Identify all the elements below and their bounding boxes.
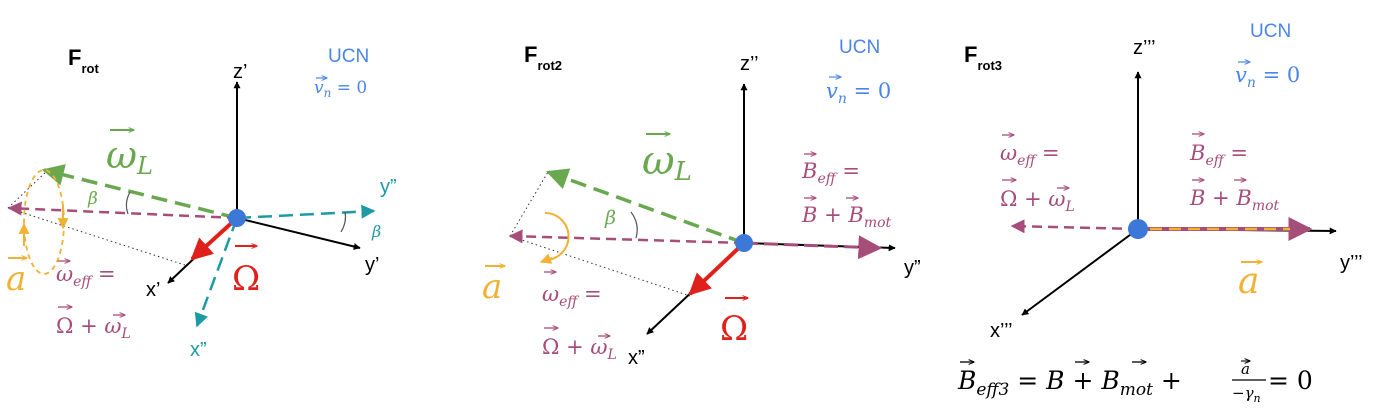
omega-eff-equation: ωeff = Ω + ωL	[542, 272, 617, 363]
svg-text:= 0: = 0	[1268, 366, 1313, 395]
svg-text:Beff =: Beff =	[1189, 141, 1248, 169]
svg-text:a: a	[6, 259, 26, 299]
neutron-dot	[735, 234, 753, 252]
svg-text:ωeff =: ωeff =	[542, 282, 602, 310]
svg-text:vn = 0: vn = 0	[826, 79, 891, 107]
svg-text:Ω + ωL: Ω + ωL	[56, 314, 131, 342]
omega-eff-vector	[508, 229, 745, 245]
omega-eff-equation: ωeff = Ω + ωL	[56, 261, 131, 342]
y-axis	[236, 217, 361, 250]
y-label: y’’’	[1340, 252, 1363, 274]
x-axis	[1021, 228, 1139, 316]
panel-rot3: Frot3 UCN vn = 0 z’’’ y’’’ x’’’ a ωeff =…	[957, 21, 1363, 405]
svg-text:−γn: −γn	[1232, 384, 1261, 405]
svg-text:B + Bmot: B + Bmot	[801, 203, 892, 231]
omega-L-label: ωL	[642, 134, 692, 187]
beta-label: β	[371, 222, 381, 241]
a-label: a	[482, 266, 505, 307]
omega-L-vector	[545, 168, 745, 245]
svg-text:vn = 0: vn = 0	[1235, 63, 1300, 91]
z-label: z’’’	[1133, 37, 1156, 59]
omega-L-label: ωL	[106, 130, 153, 180]
svg-text:Ω: Ω	[720, 309, 748, 349]
svg-text:Beff =: Beff =	[801, 159, 860, 187]
a-label: a	[1238, 261, 1262, 302]
svg-text:Ω + ωL: Ω + ωL	[542, 335, 617, 363]
x2-label: x”	[190, 339, 207, 361]
x-label: x”	[628, 347, 645, 369]
B-eff-equation: Beff = B + Bmot	[1189, 134, 1280, 214]
svg-text:ωL: ωL	[642, 138, 692, 187]
svg-text:vn = 0: vn = 0	[314, 78, 367, 100]
z-label: z’’	[740, 53, 759, 75]
panel-rot: Frot UCN vn = 0 β β	[6, 45, 397, 361]
svg-text:ωL: ωL	[106, 133, 153, 180]
x-label: x’	[146, 279, 160, 301]
svg-text:ωeff =: ωeff =	[1000, 141, 1060, 169]
y-label: y’	[365, 254, 379, 276]
Omega-label: Ω	[720, 298, 748, 349]
frame-label: Frot3	[964, 42, 1002, 73]
precession-ellipse	[23, 169, 65, 275]
B-eff-equation: Beff = B + Bmot	[801, 154, 892, 231]
svg-text:a: a	[482, 267, 502, 307]
frame-label: Frot2	[524, 42, 562, 73]
omega-eff-equation: ωeff = Ω + ωL	[1000, 135, 1075, 215]
beta-label: β	[604, 207, 616, 229]
svg-text:Ω + ωL: Ω + ωL	[1000, 187, 1075, 215]
neutron-dot	[228, 209, 246, 227]
panel-rot2: Frot2 UCN vn = 0 β z’’ y” x” ωL Ω	[482, 37, 921, 369]
vn-label: vn = 0	[826, 77, 891, 107]
svg-text:B + Bmot: B + Bmot	[1189, 186, 1280, 214]
ucn-label: UCN	[328, 46, 369, 67]
B-eff3-equation: Beff3 = B + Bmot + a −γn = 0	[957, 360, 1313, 405]
vn-label: vn = 0	[1235, 62, 1300, 91]
svg-text:a: a	[1238, 261, 1259, 302]
omega-L-vector	[41, 164, 238, 220]
y-label: y”	[904, 257, 921, 279]
ucn-label: UCN	[839, 37, 880, 58]
Omega-label: Ω	[232, 246, 260, 299]
ucn-label: UCN	[1250, 21, 1291, 42]
omega-eff-vector	[7, 201, 238, 220]
Omega-vector	[688, 241, 746, 296]
neutron-dot	[1128, 219, 1148, 239]
rotation-arc	[544, 212, 570, 261]
y2-label: y”	[380, 176, 397, 198]
x2-axis	[194, 217, 239, 328]
svg-text:a: a	[1241, 360, 1250, 378]
a-label: a	[6, 258, 27, 299]
y2-axis	[236, 204, 376, 220]
z-label: z’	[233, 61, 247, 83]
x-label: x’’’	[990, 320, 1013, 342]
svg-text:Ω: Ω	[232, 259, 260, 299]
B-eff-vector	[743, 235, 883, 260]
frame-label: Frot	[68, 45, 99, 76]
svg-text:ωeff =: ωeff =	[56, 262, 116, 290]
svg-text:Beff3 = B + Bmot +: Beff3 = B + Bmot +	[957, 366, 1182, 400]
omega-eff-vector	[1010, 219, 1139, 234]
vn-label: vn = 0	[314, 78, 367, 100]
Omega-vector	[190, 216, 239, 261]
beta-label: β	[87, 189, 98, 209]
